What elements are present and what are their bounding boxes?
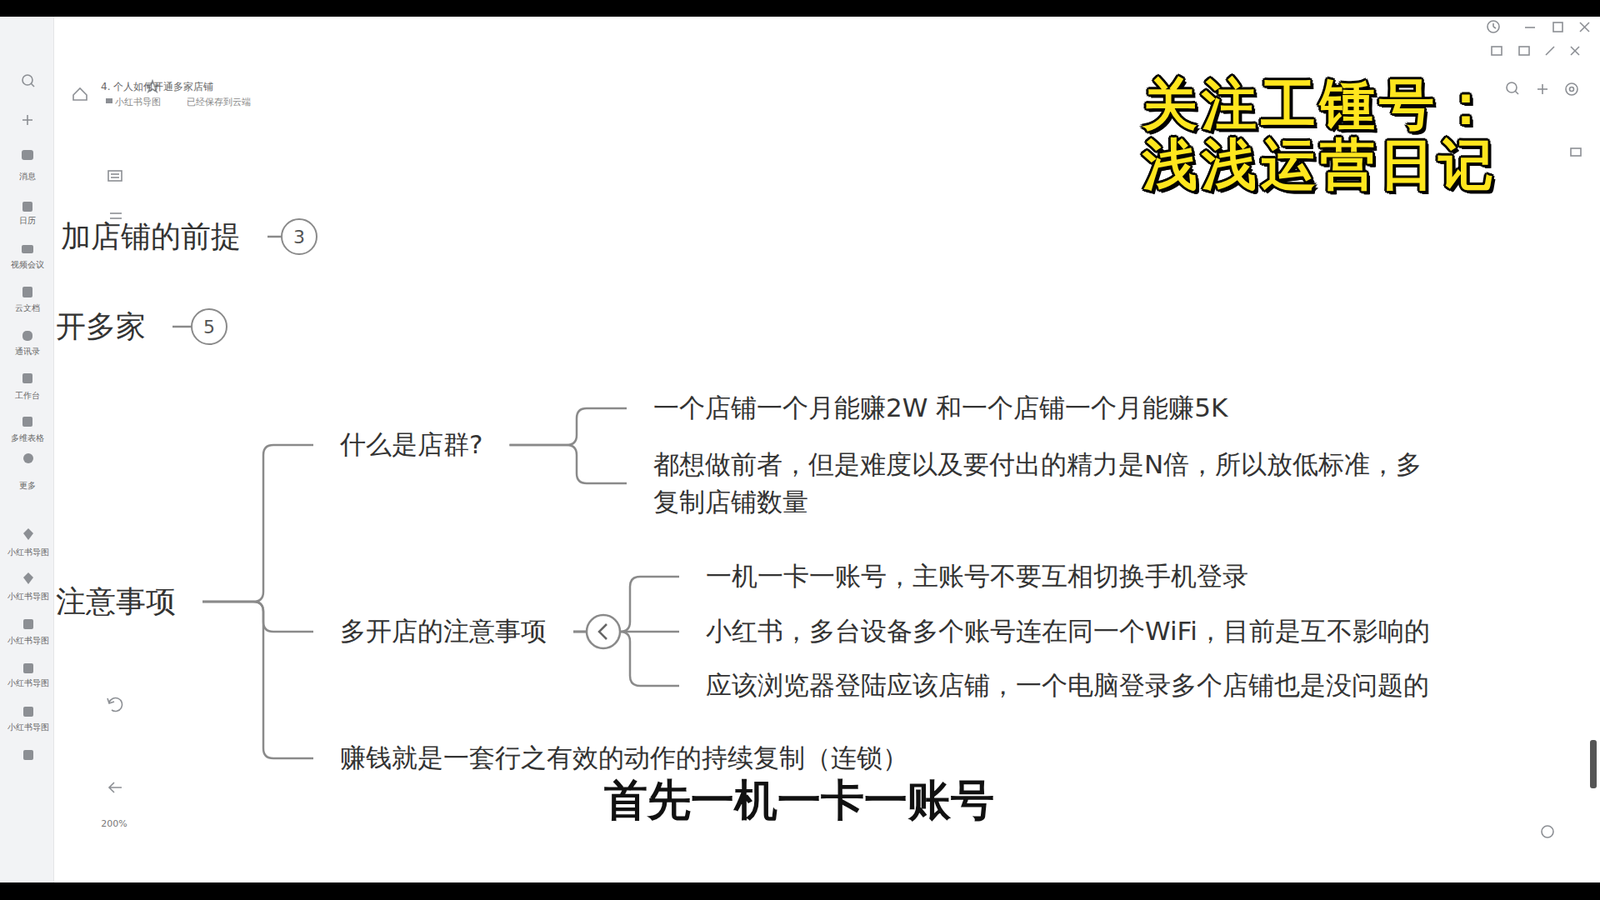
branch-line	[202, 601, 314, 759]
node-text: 3	[293, 226, 305, 248]
sidebar-label: 更多	[19, 480, 36, 492]
sidebar-label: 通讯录	[15, 345, 40, 358]
node-text: 5	[203, 316, 215, 338]
branch-line	[202, 445, 314, 602]
topic-text: 多开店的注意事项	[340, 613, 547, 650]
node-text: 注意事项	[55, 580, 176, 623]
folder-name: 小红书导图	[115, 95, 161, 109]
branch-line	[509, 408, 627, 445]
node-text: 多开店的注意事项	[340, 613, 547, 650]
node-text: 开多家	[55, 305, 146, 348]
screen-bar	[0, 0, 1600, 17]
branch-line	[202, 601, 314, 632]
sidebar-label: 小红书导图	[7, 635, 50, 647]
topic-text: 一个店铺一个月能赚2W 和一个店铺一个月能赚5K	[653, 390, 1228, 426]
sidebar-label: 日历	[19, 215, 36, 227]
document-title: 4. 个人如何开通多家店铺	[100, 80, 214, 95]
sidebar-label: 工作台	[15, 390, 40, 402]
node-text: 都想做前者，但是难度以及要付出的精力是N倍，所以放低标准，多复制店铺数量	[653, 445, 1445, 521]
branch-line	[172, 325, 191, 329]
node-text: 小红书，多台设备多个账号连在同一个WiFi，目前是互不影响的	[705, 613, 1430, 650]
branch-line	[267, 235, 281, 239]
video-subtitle: 首先一机一卡一账号	[604, 775, 995, 825]
topic-text: 什么是店群?	[340, 426, 483, 463]
node-text: 加店铺的前提	[60, 215, 241, 258]
collapse-count: 3	[280, 218, 318, 255]
sidebar-label: 小红书导图	[7, 546, 50, 559]
topic-text: 应该浏览器登陆应该店铺，一个电脑登录多个店铺也是没问题的	[705, 667, 1430, 704]
watermark: 浅浅运营日记	[1142, 135, 1498, 195]
sidebar-label: 小红书导图	[7, 721, 50, 734]
topic-text: 开多家	[55, 305, 146, 348]
topic-text: 加店铺的前提	[60, 215, 241, 258]
sidebar-label: 多维表格	[10, 432, 45, 445]
topic-text: 一机一卡一账号，主账号不要互相切换手机登录	[705, 558, 1249, 595]
topic-text: 注意事项	[55, 580, 176, 623]
topic-text: 都想做前者，但是难度以及要付出的精力是N倍，所以放低标准，多复制店铺数量	[653, 445, 1445, 521]
collapse-count: 5	[190, 308, 228, 345]
screen-bar	[0, 882, 1600, 900]
topic-text: 赚钱就是一套行之有效的动作的持续复制（连锁）	[340, 740, 909, 776]
node-text: 一个店铺一个月能赚2W 和一个店铺一个月能赚5K	[653, 390, 1228, 426]
sidebar-label: 小红书导图	[7, 590, 50, 603]
branch-line	[509, 445, 627, 484]
node-text: 一机一卡一账号，主账号不要互相切换手机登录	[705, 558, 1249, 595]
sidebar-label: 小红书导图	[7, 677, 50, 690]
sidebar-label: 视频会议	[10, 259, 45, 271]
sidebar-label: 消息	[19, 170, 36, 183]
node-text: 应该浏览器登陆应该店铺，一个电脑登录多个店铺也是没问题的	[705, 667, 1430, 704]
save-status: 已经保存到云端	[186, 95, 251, 109]
node-text: 什么是店群?	[340, 426, 483, 463]
node-text: 赚钱就是一套行之有效的动作的持续复制（连锁）	[340, 740, 909, 776]
watermark: 关注工锺号：	[1142, 75, 1498, 135]
sidebar-label: 云文档	[15, 302, 40, 315]
topic-text: 小红书，多台设备多个账号连在同一个WiFi，目前是互不影响的	[705, 613, 1430, 650]
zoom-level: 200%	[100, 818, 127, 830]
